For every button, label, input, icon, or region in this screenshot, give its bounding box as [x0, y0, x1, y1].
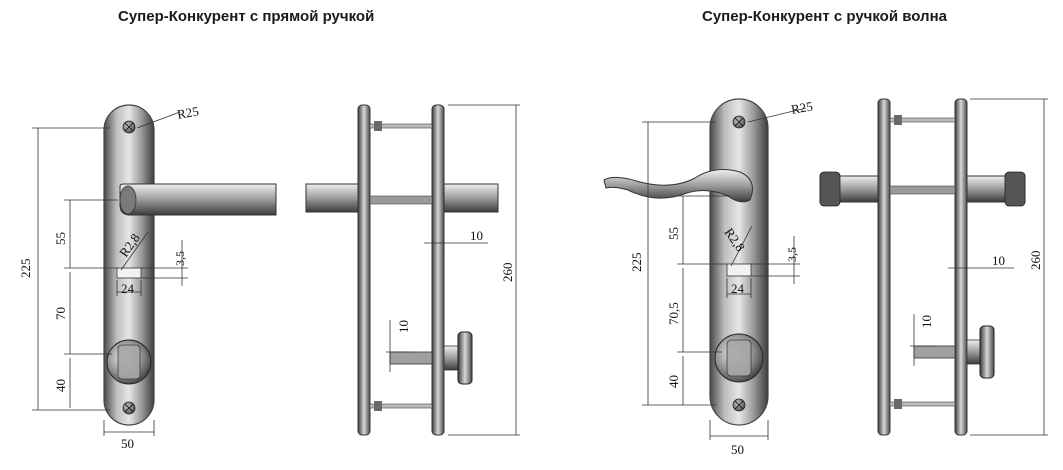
label-55-left: 55	[53, 232, 68, 245]
thumb-turn-side-left	[457, 331, 473, 385]
label-10-gap-right: 10	[992, 253, 1005, 268]
straight-handle-front	[119, 183, 277, 216]
label-70-5-right: 70,5	[666, 302, 681, 325]
label-3-5-left: 3,5	[173, 251, 187, 266]
right-front-dimensions: R25 225 55 70,5 40 R2,8 3,5 24 50	[629, 98, 814, 457]
right-side-dimensions: 260 10 10	[910, 98, 1048, 436]
label-40-right: 40	[666, 375, 681, 388]
label-225-right: 225	[629, 253, 644, 273]
handle-side-left-outer	[305, 183, 359, 213]
label-40-left: 40	[53, 379, 68, 392]
title-wave-handle: Супер-Конкурент с ручкой волна	[702, 8, 947, 25]
side-plate-inner-right	[954, 98, 968, 436]
wave-handle-front	[603, 169, 753, 203]
handle-side-left-inner	[443, 183, 499, 213]
label-r25-right: R25	[790, 98, 814, 117]
label-260-right: 260	[1028, 251, 1043, 271]
spindle-side-left	[389, 351, 433, 365]
label-55-right: 55	[666, 227, 681, 240]
title-straight-handle: Супер-Конкурент с прямой ручкой	[118, 8, 375, 25]
left-side-dimensions: 260 10 10	[386, 104, 520, 436]
label-10-thumb-right: 10	[919, 315, 934, 328]
label-r25-left: R25	[176, 103, 200, 122]
label-10-gap-left: 10	[470, 228, 483, 243]
left-front-view	[103, 104, 277, 426]
label-70-left: 70	[53, 307, 68, 320]
side-plate-outer-left	[357, 104, 371, 436]
label-3-5-right: 3,5	[785, 247, 799, 262]
side-plate-outer-right	[877, 98, 891, 436]
label-260-left: 260	[500, 263, 515, 283]
thumb-turn-side-right	[979, 325, 995, 379]
label-50-left: 50	[121, 436, 134, 451]
label-50-right: 50	[731, 442, 744, 457]
spindle-side-right	[913, 345, 956, 359]
label-225-left: 225	[18, 259, 33, 279]
right-side-view	[819, 98, 1026, 436]
key-slot-left	[116, 267, 142, 279]
right-front-view	[603, 98, 769, 426]
key-slot-right	[726, 263, 752, 277]
label-10-thumb-left: 10	[396, 320, 411, 333]
label-24-left: 24	[121, 281, 135, 296]
side-plate-inner-left	[431, 104, 445, 436]
label-24-right: 24	[731, 281, 745, 296]
left-side-view	[305, 104, 499, 436]
